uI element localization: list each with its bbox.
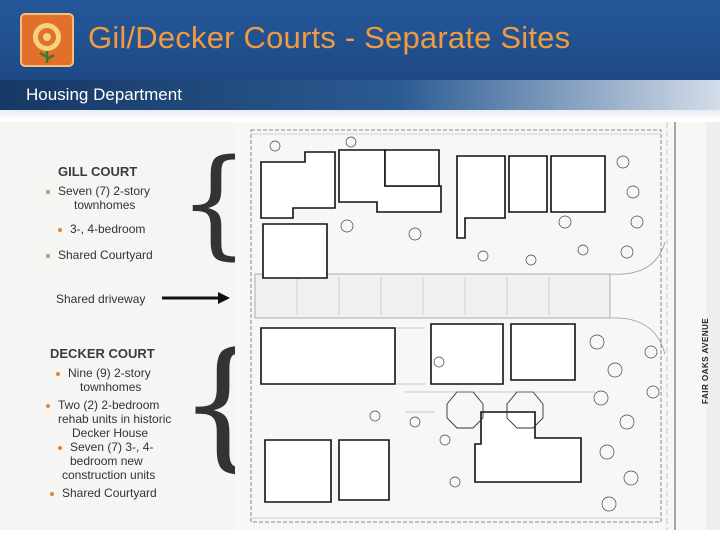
arrow-right-icon — [162, 292, 230, 304]
street-label: FAIR OAKS AVENUE — [701, 317, 710, 404]
gill-item: Seven (7) 2-story — [58, 184, 151, 198]
decker-item: rehab units in historic — [58, 412, 172, 426]
bullet-icon — [58, 228, 62, 232]
subtitle-bar — [0, 80, 720, 110]
gill-court-heading: GILL COURT — [58, 164, 138, 179]
bullet-icon — [46, 190, 50, 194]
bullet-icon — [46, 404, 50, 408]
divider — [0, 110, 720, 120]
gill-item: 3-, 4-bedroom — [70, 222, 146, 236]
bullet-icon — [56, 372, 60, 376]
gill-item: townhomes — [74, 198, 136, 212]
header-banner — [0, 0, 720, 80]
page-title: Gil/Decker Courts - Separate Sites — [88, 20, 571, 55]
decker-item: Decker House — [72, 426, 149, 440]
decker-court-heading: DECKER COURT — [50, 346, 155, 361]
rose-icon — [20, 13, 74, 67]
bullet-icon — [50, 492, 54, 496]
site-plan-image — [235, 122, 706, 530]
decker-item: Shared Courtyard — [62, 486, 157, 500]
bullet-icon — [46, 254, 50, 258]
edge-strip — [706, 122, 720, 530]
decker-item: bedroom new — [70, 454, 143, 468]
decker-item: Two (2) 2-bedroom — [58, 398, 160, 412]
driveway-label: Shared driveway — [56, 292, 146, 306]
gill-item: Shared Courtyard — [58, 248, 153, 262]
bullet-icon — [58, 446, 62, 450]
department-label: Housing Department — [26, 85, 182, 104]
decker-item: Seven (7) 3-, 4- — [70, 440, 154, 454]
decker-item: construction units — [62, 468, 156, 482]
decker-item: townhomes — [80, 380, 142, 394]
info-panel — [0, 122, 235, 530]
decker-item: Nine (9) 2-story — [68, 366, 151, 380]
